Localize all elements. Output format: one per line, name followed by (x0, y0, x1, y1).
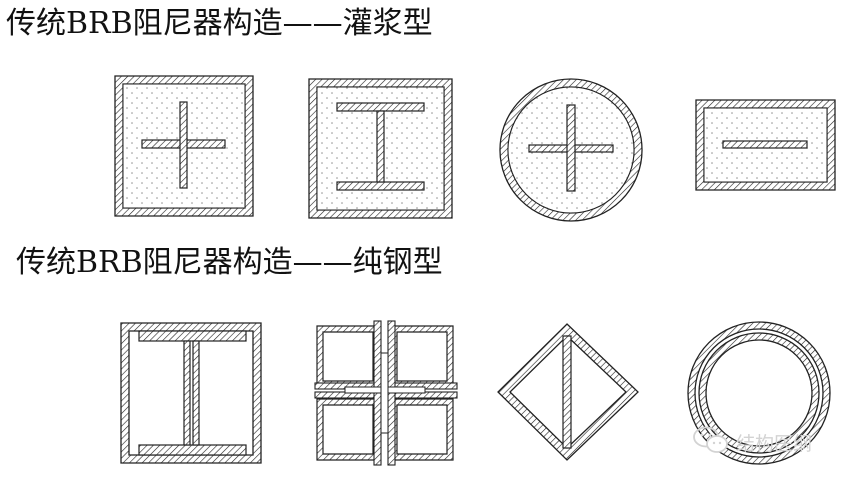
outer-ring-section (687, 321, 831, 465)
watermark-text: 结构医纲 (736, 433, 813, 455)
grouted-square-i-figure (308, 78, 453, 219)
bottom-flange-plate (138, 444, 247, 456)
watermark: 结构医纲 (692, 425, 832, 455)
steel-four-box-cross-figure (314, 320, 458, 466)
i-section-bottom-flange (336, 181, 425, 191)
top-flange-plate (138, 330, 247, 342)
core-plate-vertical (562, 335, 572, 449)
grouted-rectangle-plate-figure (695, 99, 836, 191)
core-plate-vertical (566, 104, 576, 192)
steel-double-ring-figure (687, 321, 831, 465)
wechat-logo-icon (693, 426, 728, 453)
web-plate-left (183, 340, 191, 446)
box-top-left (316, 325, 380, 388)
i-section-web (376, 110, 385, 183)
core-plate-vertical (179, 101, 188, 189)
box-bottom-right (390, 398, 454, 461)
core-plate-vertical (380, 352, 389, 434)
box-top-right (390, 325, 454, 388)
i-section-top-flange (336, 102, 425, 112)
grouted-square-cross-figure (114, 75, 254, 217)
grouted-type-heading: 传统BRB阻尼器构造——灌浆型 (6, 6, 433, 41)
grouted-circle-cross-figure (499, 78, 643, 222)
steel-diamond-figure (497, 323, 639, 461)
web-plate-right (192, 340, 200, 446)
steel-type-heading: 传统BRB阻尼器构造——纯钢型 (16, 245, 443, 280)
core-flat-plate (722, 140, 808, 149)
square-box-section (120, 322, 262, 464)
inner-ring-section (698, 332, 820, 454)
box-bottom-left (316, 398, 380, 461)
steel-box-double-channel-figure (120, 322, 262, 464)
